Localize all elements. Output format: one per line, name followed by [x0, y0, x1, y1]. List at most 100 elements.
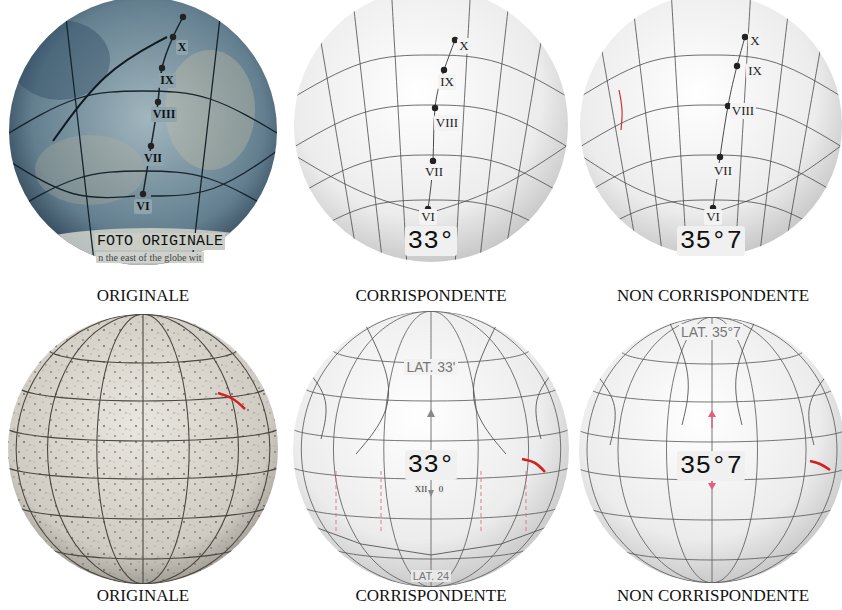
globe-lines	[576, 317, 842, 583]
globe-line	[293, 519, 431, 555]
globe-line	[333, 311, 431, 587]
photo-blotch	[20, 228, 280, 272]
panel-caption: NON CORRISPONDENTE	[617, 586, 809, 606]
hour-dots	[140, 14, 748, 212]
hour-numeral: X	[176, 40, 189, 55]
globe-line	[759, 0, 791, 261]
globe-line	[712, 317, 837, 583]
panel-caption: NON CORRISPONDENTE	[617, 286, 809, 306]
globe-line	[575, 55, 842, 100]
globe-line	[289, 155, 573, 200]
hour-numeral: VI	[419, 209, 437, 225]
globe-line	[151, 151, 277, 196]
globe-line	[575, 105, 842, 150]
hour-numeral: IX	[158, 73, 175, 88]
globe-line	[143, 314, 270, 584]
hour-dot	[441, 67, 447, 73]
globe-panel: ORIGINALE	[5, 312, 281, 610]
globe-line	[294, 155, 420, 211]
globe-line	[597, 375, 615, 445]
globe-line	[618, 317, 712, 583]
globe-line	[631, 0, 663, 261]
globe-line	[580, 155, 705, 210]
globe-line	[143, 314, 189, 584]
hour-dot	[148, 143, 154, 149]
globe-panel: X IX VIII VII VI33° CORRISPONDENTE	[293, 0, 569, 310]
globe-line	[431, 311, 478, 587]
model-globe	[293, 311, 569, 587]
hour-dot	[170, 34, 176, 40]
hour-numeral: X	[748, 33, 761, 49]
photo-blotches	[10, 20, 280, 272]
model-globe	[580, 0, 842, 256]
globe-line	[522, 459, 545, 472]
hour-numeral: VIII	[434, 115, 460, 131]
globe-line	[142, 314, 143, 584]
globe-line	[431, 311, 529, 587]
hour-dot	[140, 191, 146, 197]
hour-dot	[742, 34, 748, 40]
hour-numeral: VI	[704, 209, 722, 225]
globe-line	[713, 37, 745, 208]
globe-line	[301, 311, 431, 587]
globe-panel: LAT. 35°735°7NON CORRISPONDENTE	[575, 312, 842, 610]
globe-line	[577, 428, 842, 442]
globe-panel: LAT. 33'33°XII0LAT. 24CORRISPONDENTE	[293, 312, 569, 610]
panel-caption: ORIGINALE	[97, 586, 190, 606]
model-globe	[294, 0, 568, 262]
hour-numeral: VII	[423, 164, 445, 180]
globe-line	[191, 0, 223, 270]
globe-line	[381, 471, 382, 534]
globe-panel: XIXVIIIVIIVI35°7NON CORRISPONDENTE	[575, 0, 842, 310]
globe-line	[587, 317, 712, 583]
globe-line	[4, 91, 282, 136]
stone-globe	[8, 314, 278, 584]
globe-line	[4, 171, 282, 216]
model-globe	[579, 317, 842, 583]
hour-dot	[717, 154, 723, 160]
globe-line	[783, 0, 831, 261]
latitude-label: LAT. 24	[411, 570, 452, 582]
globe-line	[431, 519, 569, 555]
globe-line	[721, 145, 842, 210]
hour-mark: XII	[414, 484, 429, 494]
panel-caption: CORRISPONDENTE	[355, 286, 506, 306]
hour-numeral: VIII	[151, 107, 178, 122]
latitude-value: 33°	[405, 226, 458, 256]
hour-numeral: VI	[134, 199, 151, 214]
hour-dot	[734, 63, 740, 69]
globe-line	[351, 0, 383, 267]
hour-numeral: VIII	[730, 103, 756, 119]
stone-texture	[8, 314, 278, 584]
globe-line	[809, 375, 827, 445]
panel-caption: CORRISPONDENTE	[355, 586, 506, 606]
latitude-value: 33°	[405, 450, 458, 480]
latitude-label: LAT. 33'	[404, 359, 457, 375]
photo-blotch	[35, 135, 145, 205]
globe-line	[712, 317, 757, 583]
globe-line	[431, 311, 561, 587]
latitude-label: LAT. 35°7	[679, 324, 743, 340]
globe-line	[289, 105, 573, 150]
globe-line	[143, 314, 238, 584]
hour-numeral: VII	[712, 163, 734, 179]
globe-line	[810, 461, 830, 470]
photo-label: FOTO ORIGINALE	[95, 233, 225, 250]
globe-line	[536, 369, 556, 439]
arrow-mark	[427, 409, 435, 417]
globe-lines	[5, 314, 281, 584]
globe-lines	[289, 0, 573, 267]
globe-line	[481, 471, 482, 534]
globe-line	[356, 316, 389, 454]
globe-line	[479, 0, 511, 267]
hour-numeral: X	[457, 38, 470, 54]
hour-numeral: IX	[438, 74, 456, 90]
globe-bodies	[8, 0, 842, 587]
globe-line	[306, 369, 326, 439]
photo-globe	[9, 0, 277, 265]
globe-line	[591, 0, 639, 261]
globe-line	[97, 314, 143, 584]
globe-line	[455, 0, 471, 267]
globe-line	[53, 37, 167, 141]
